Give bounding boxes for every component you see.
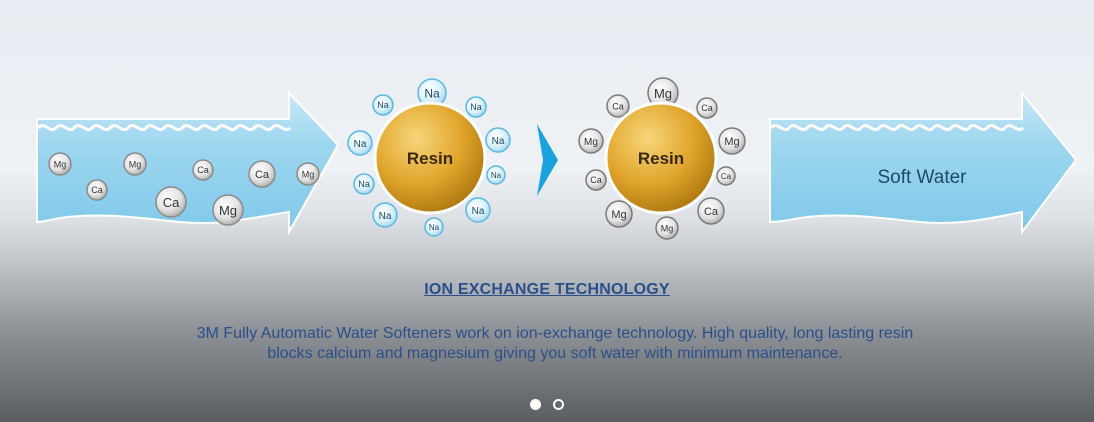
hardness-ion-label: Ca (701, 103, 713, 113)
slide-description: 3M Fully Automatic Water Softeners work … (196, 325, 914, 362)
hardness-ion: Ca (585, 169, 607, 191)
resin-bead-1 (373, 101, 487, 215)
sodium-ion: Na (424, 217, 444, 237)
hard-water-ion: Ca (155, 186, 187, 218)
hardness-ion: Ca (696, 97, 718, 119)
carousel-indicators (0, 396, 1094, 412)
hardness-ion-label: Mg (661, 224, 674, 234)
carousel-dot-2[interactable] (553, 398, 564, 410)
sodium-ion-label: Na (379, 211, 392, 222)
sodium-ion-label: Na (354, 139, 367, 150)
sodium-ion: Na (372, 94, 394, 116)
hard-water-ion-label: Ca (255, 169, 270, 181)
hardness-ion-label: Mg (611, 209, 626, 221)
slide-title[interactable]: ION EXCHANGE TECHNOLOGY (0, 281, 1094, 299)
hard-water-ion-label: Mg (54, 160, 67, 170)
hard-water-ion: Mg (212, 194, 244, 226)
sodium-ion: Na (372, 202, 398, 228)
hard-water-ion: Mg (123, 152, 147, 176)
hard-water-ion: Ca (248, 160, 276, 188)
sodium-ion-label: Na (472, 206, 485, 217)
hard-water-ion-label: Mg (129, 160, 142, 170)
sodium-ion-label: Na (358, 179, 370, 189)
hardness-ion: Mg (605, 200, 633, 228)
hard-water-ion-label: Ca (163, 195, 180, 210)
sodium-ion: Na (465, 96, 487, 118)
sodium-ion-label: Na (470, 102, 482, 112)
soft-water-arrow: Soft Water (769, 90, 1078, 235)
hard-water-ion-label: Ca (197, 165, 209, 175)
sodium-ion-label: Na (377, 100, 389, 110)
hardness-ion-label: Ca (590, 175, 602, 185)
sodium-ion: Na (347, 130, 373, 156)
resin-bead-2 (604, 101, 718, 215)
hard-water-ion: Mg (296, 162, 320, 186)
sodium-ion-label: Na (491, 171, 502, 180)
soft-water-label: Soft Water (877, 167, 967, 188)
slide-title-link[interactable]: ION EXCHANGE TECHNOLOGY (424, 281, 670, 298)
resin-label-2: Resin (638, 149, 684, 168)
hard-water-ion-label: Ca (91, 185, 103, 195)
sodium-ion-label: Na (492, 136, 505, 147)
sodium-ion-label: Na (424, 86, 440, 100)
hardness-ion: Mg (655, 216, 679, 240)
hardness-ion-label: Mg (654, 86, 672, 101)
sodium-ion: Na (486, 165, 506, 185)
hardness-ion-label: Mg (584, 137, 598, 148)
hard-water-ion: Ca (192, 159, 214, 181)
hard-water-ion: Ca (86, 179, 108, 201)
hardness-ion: Mg (718, 127, 746, 155)
hard-water-ion: Mg (48, 152, 72, 176)
hardness-ion-label: Ca (612, 102, 624, 112)
sodium-ion: Na (485, 127, 511, 153)
hardness-ion: Ca (697, 197, 725, 225)
hard-water-ion-label: Mg (219, 203, 237, 218)
sodium-ion: Na (353, 173, 375, 195)
hard-water-ion-label: Mg (302, 170, 315, 180)
sodium-ion: Na (417, 78, 447, 108)
carousel-dot-1[interactable] (530, 398, 541, 410)
hardness-ion: Mg (578, 128, 604, 154)
hardness-ion: Mg (647, 77, 679, 109)
sodium-ion-label: Na (429, 223, 440, 232)
hardness-ion: Ca (606, 94, 630, 118)
hardness-ion-label: Ca (704, 206, 719, 218)
resin-label-1: Resin (407, 149, 453, 168)
hardness-ion-label: Mg (724, 136, 739, 148)
sodium-ion: Na (465, 197, 491, 223)
connector-arrow (537, 124, 558, 196)
hardness-ion: Ca (716, 166, 736, 186)
hardness-ion-label: Ca (721, 172, 732, 181)
